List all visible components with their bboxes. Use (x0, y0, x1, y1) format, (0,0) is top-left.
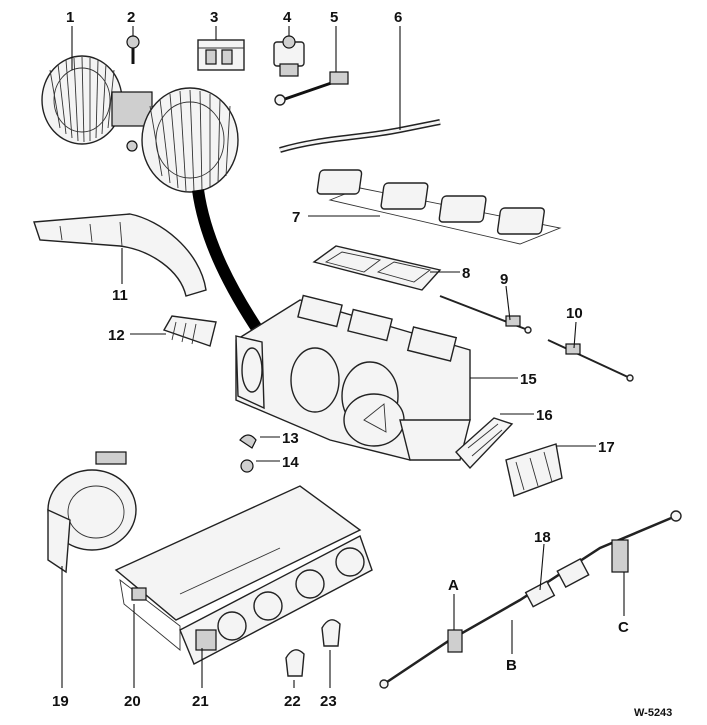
air-duct-part (33, 213, 207, 297)
callout-15: 15 (520, 371, 537, 388)
callout-13: 13 (282, 430, 299, 447)
callout-11: 11 (112, 287, 128, 304)
figure-reference: W-5243 (634, 707, 672, 719)
callout-12: 12 (108, 327, 125, 344)
callout-1: 1 (66, 9, 74, 26)
callout-A: A (448, 577, 459, 594)
callout-22: 22 (284, 693, 301, 710)
vent-part-12 (162, 315, 217, 347)
leader-lines (61, 26, 625, 688)
callout-6: 6 (394, 9, 402, 26)
screw-part (126, 35, 140, 64)
callout-4: 4 (283, 9, 292, 26)
callout-B: B (506, 657, 517, 674)
vent-part-17 (505, 443, 563, 497)
heater-housing-part (235, 294, 471, 461)
callout-23: 23 (320, 693, 337, 710)
clip-part-13 (239, 434, 257, 449)
top-grille-part (312, 245, 442, 291)
callout-16: 16 (536, 407, 553, 424)
callout-20: 20 (124, 693, 141, 710)
knob-part-23 (321, 619, 341, 647)
callout-21: 21 (192, 693, 209, 710)
seal-gasket-part (316, 169, 562, 245)
resistor-part (197, 39, 245, 71)
callout-10: 10 (566, 305, 583, 322)
temperature-cable-part (379, 510, 682, 689)
callout-7: 7 (292, 209, 300, 226)
control-cable-part-9 (439, 295, 532, 334)
callout-18: 18 (534, 529, 551, 546)
callout-9: 9 (500, 271, 508, 288)
blower-housing-part (47, 451, 137, 574)
callout-2: 2 (127, 9, 135, 26)
callout-C: C (618, 619, 629, 636)
blower-wiring (192, 189, 273, 349)
control-panel-frame-part (114, 485, 362, 651)
callout-5: 5 (330, 9, 338, 26)
callout-8: 8 (462, 265, 470, 282)
sensor-part (273, 35, 305, 77)
blower-motor-part (41, 55, 239, 193)
callout-17: 17 (598, 439, 615, 456)
connector-part (274, 71, 349, 106)
control-cable-part-10 (547, 339, 634, 382)
knob-part-22 (285, 649, 305, 677)
clip-part-14 (240, 459, 254, 473)
control-panel-part (179, 535, 373, 665)
callout-14: 14 (282, 454, 299, 471)
callout-3: 3 (210, 9, 218, 26)
vent-part-16 (455, 417, 514, 470)
callout-19: 19 (52, 693, 69, 710)
